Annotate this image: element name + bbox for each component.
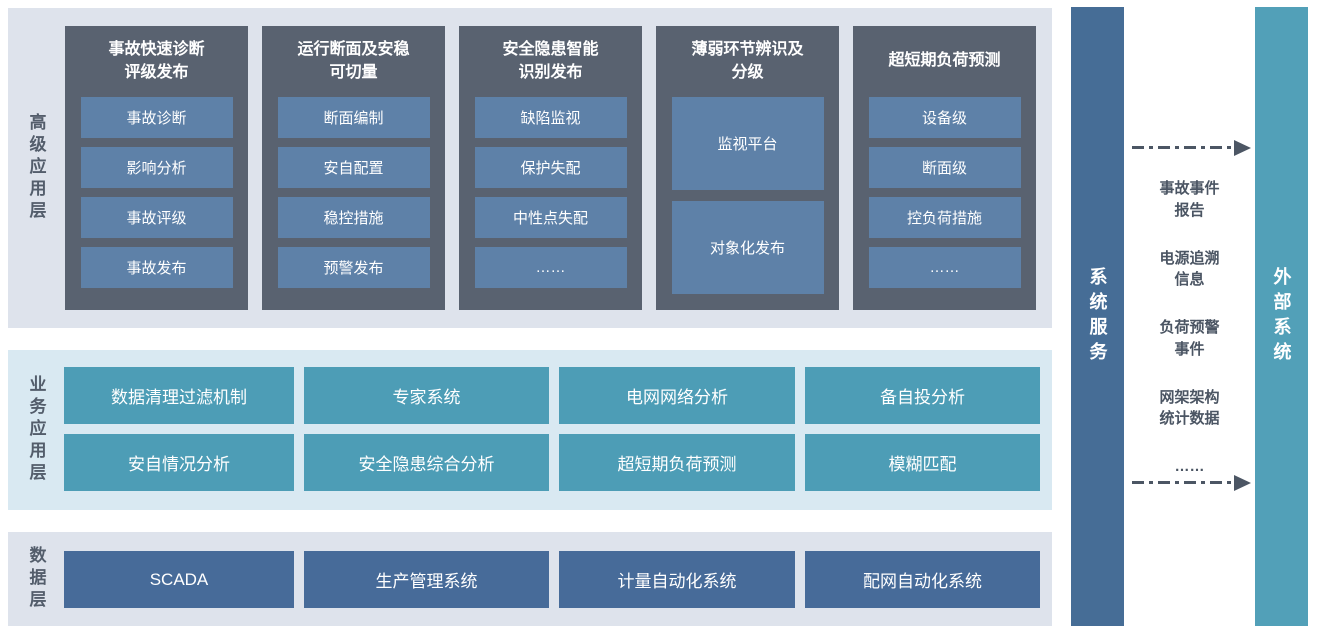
business-box: 安全隐患综合分析: [304, 434, 549, 491]
module-item: 中性点失配: [474, 197, 627, 238]
column-hidden-danger: 安全隐患智能 识别发布 缺陷监视 保护失配 中性点失配 ……: [459, 26, 642, 310]
column-operation-section: 运行断面及安稳 可切量 断面编制 安自配置 稳控措施 预警发布: [262, 26, 445, 310]
exchange-item: ……: [1174, 458, 1205, 475]
external-system-label: 外部系统: [1271, 266, 1292, 367]
system-service-label: 系统服务: [1087, 266, 1108, 367]
column-items: 设备级 断面级 控负荷措施 ……: [868, 97, 1021, 288]
module-item: 影响分析: [80, 147, 233, 188]
module-item: 事故诊断: [80, 97, 233, 138]
module-item: 控负荷措施: [868, 197, 1021, 238]
module-item: 保护失配: [474, 147, 627, 188]
layer-label-advanced-text: 高级应用层: [26, 113, 46, 223]
data-source-box: 配网自动化系统: [805, 551, 1040, 608]
exchange-zone: 事故事件 报告 电源追溯 信息 负荷预警 事件 网架架构 统计数据 ……: [1124, 0, 1255, 638]
data-source-box: 计量自动化系统: [559, 551, 795, 608]
data-grid: SCADA 生产管理系统 计量自动化系统 配网自动化系统: [64, 551, 1040, 608]
system-service-bar: 系统服务: [1071, 7, 1124, 626]
dash-dot-line: [1132, 481, 1235, 484]
layer-label-business: 业务应用层: [8, 350, 64, 510]
exchange-item: 负荷预警 事件: [1159, 319, 1220, 358]
exchange-items: 事故事件 报告 电源追溯 信息 负荷预警 事件 网架架构 统计数据 ……: [1124, 178, 1255, 478]
business-grid: 数据清理过滤机制 专家系统 电网网络分析 备自投分析 安自情况分析 安全隐患综合…: [64, 367, 1040, 491]
dash-dot-line: [1132, 146, 1235, 149]
column-weak-link: 薄弱环节辨识及 分级 监视平台 对象化发布: [656, 26, 839, 310]
column-title: 超短期负荷预测: [888, 52, 1001, 70]
module-item: ……: [868, 247, 1021, 288]
column-title: 安全隐患智能 识别发布: [502, 41, 599, 81]
business-box: 电网网络分析: [559, 367, 795, 424]
business-box: 专家系统: [304, 367, 549, 424]
exchange-item: 事故事件 报告: [1159, 180, 1220, 219]
business-box: 超短期负荷预测: [559, 434, 795, 491]
module-item: 断面级: [868, 147, 1021, 188]
module-item: 对象化发布: [671, 201, 824, 294]
column-accident-diagnosis: 事故快速诊断 评级发布 事故诊断 影响分析 事故评级 事故发布: [65, 26, 248, 310]
module-item: 预警发布: [277, 247, 430, 288]
module-item: 缺陷监视: [474, 97, 627, 138]
arrowhead-icon: [1234, 140, 1251, 156]
data-flow-arrow-bottom: [1132, 475, 1251, 491]
external-system-bar: 外部系统: [1255, 7, 1308, 626]
module-item: 断面编制: [277, 97, 430, 138]
layer-label-data-text: 数据层: [26, 546, 46, 612]
layer-label-data: 数据层: [8, 532, 64, 626]
panel-advanced-application-layer: 高级应用层 事故快速诊断 评级发布 事故诊断 影响分析 事故评级 事故发布 运行…: [8, 8, 1052, 328]
business-box: 模糊匹配: [805, 434, 1040, 491]
column-title: 运行断面及安稳 可切量: [297, 41, 410, 81]
business-box: 数据清理过滤机制: [64, 367, 294, 424]
module-item: 安自配置: [277, 147, 430, 188]
column-items: 事故诊断 影响分析 事故评级 事故发布: [80, 97, 233, 288]
business-box: 安自情况分析: [64, 434, 294, 491]
business-box: 备自投分析: [805, 367, 1040, 424]
column-items: 断面编制 安自配置 稳控措施 预警发布: [277, 97, 430, 288]
panel-business-application-layer: 业务应用层 数据清理过滤机制 专家系统 电网网络分析 备自投分析 安自情况分析 …: [8, 350, 1052, 510]
layer-label-advanced: 高级应用层: [8, 8, 64, 328]
module-item: 事故评级: [80, 197, 233, 238]
module-item: 设备级: [868, 97, 1021, 138]
column-title: 事故快速诊断 评级发布: [108, 41, 205, 81]
column-title: 薄弱环节辨识及 分级: [691, 41, 804, 81]
exchange-item: 网架架构 统计数据: [1159, 388, 1220, 428]
data-source-box: SCADA: [64, 551, 294, 608]
module-item: 监视平台: [671, 97, 824, 190]
exchange-item: 电源追溯 信息: [1159, 249, 1220, 289]
module-item: 事故发布: [80, 247, 233, 288]
arrowhead-icon: [1234, 475, 1251, 491]
module-columns: 事故快速诊断 评级发布 事故诊断 影响分析 事故评级 事故发布 运行断面及安稳 …: [65, 26, 1036, 310]
data-flow-arrow-top: [1132, 140, 1251, 156]
layer-label-business-text: 业务应用层: [26, 375, 46, 485]
column-items: 缺陷监视 保护失配 中性点失配 ……: [474, 97, 627, 288]
data-source-box: 生产管理系统: [304, 551, 549, 608]
module-item: ……: [474, 247, 627, 288]
panel-data-layer: 数据层 SCADA 生产管理系统 计量自动化系统 配网自动化系统: [8, 532, 1052, 626]
module-item: 稳控措施: [277, 197, 430, 238]
column-load-forecast: 超短期负荷预测 设备级 断面级 控负荷措施 ……: [853, 26, 1036, 310]
column-items: 监视平台 对象化发布: [671, 97, 824, 294]
